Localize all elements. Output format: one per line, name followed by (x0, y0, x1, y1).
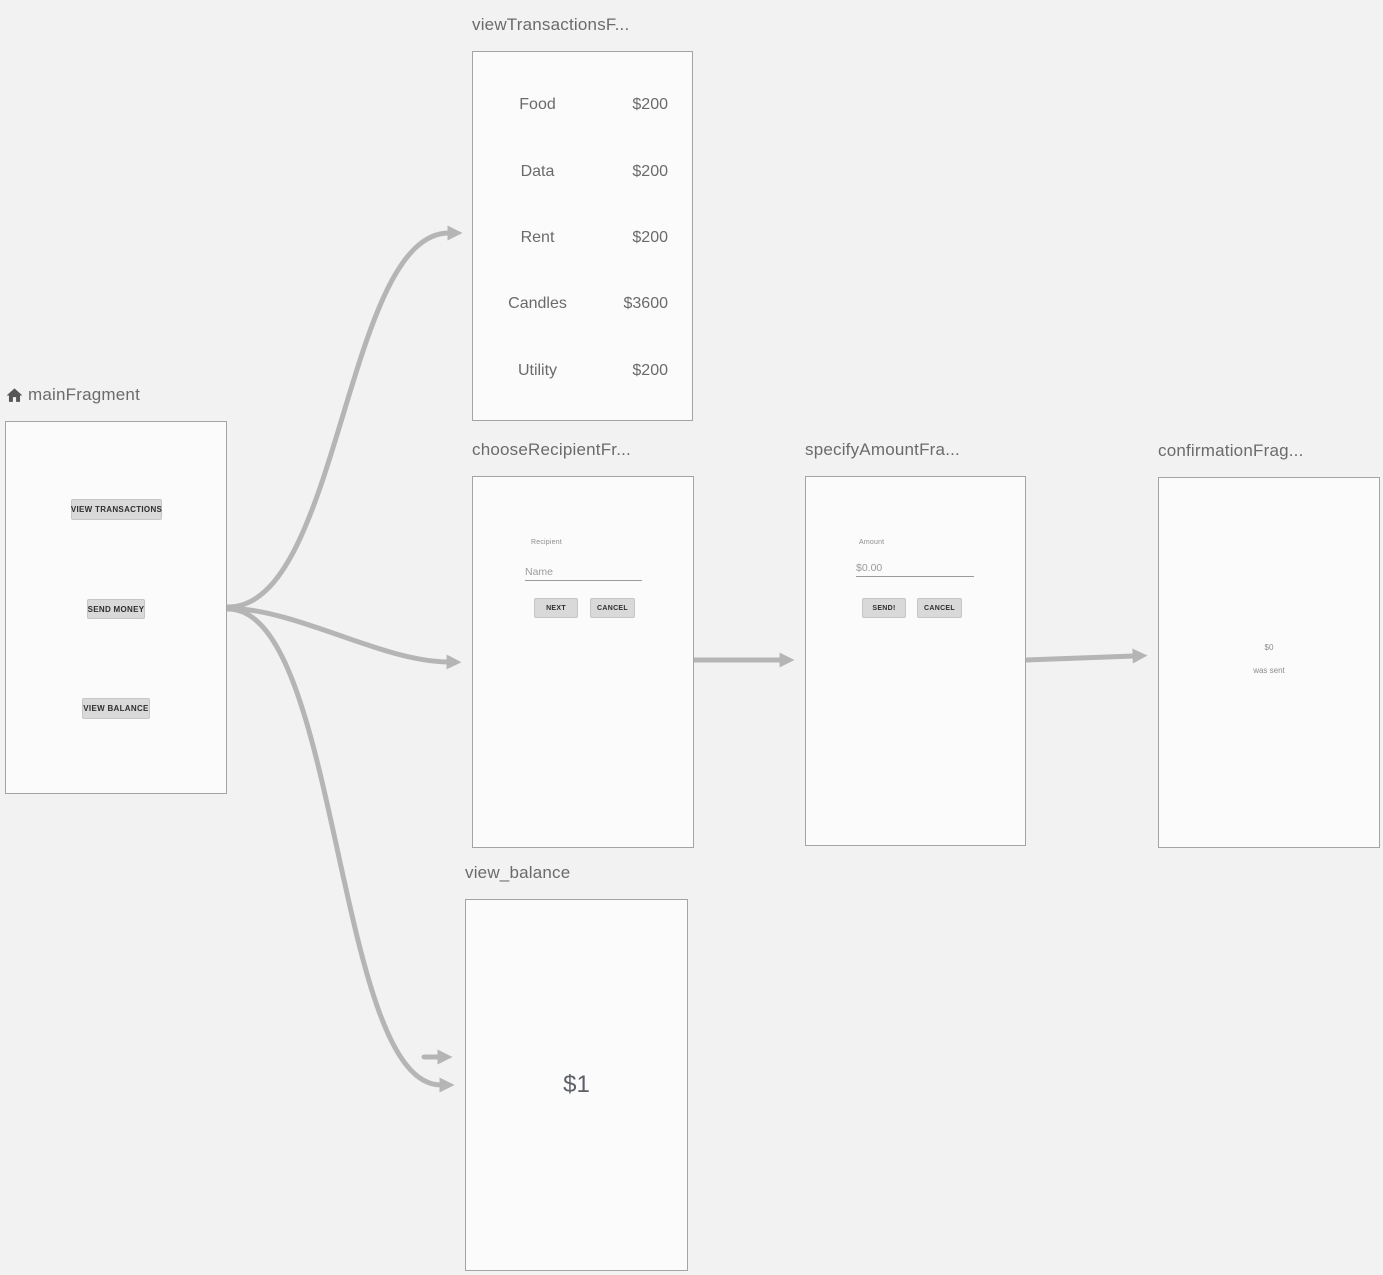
amount-input-underline (856, 576, 974, 577)
fragment-view-transactions-title-label: viewTransactionsF... (472, 15, 630, 34)
fragment-choose-recipient[interactable]: chooseRecipientFr... Recipient Name NEXT… (472, 440, 694, 848)
next-button: NEXT (534, 598, 578, 618)
recipient-input-underline (525, 580, 642, 581)
amount-input: $0.00 (856, 562, 883, 574)
fragment-view-balance-title[interactable]: view_balance (465, 863, 570, 883)
balance-amount-text: $1 (563, 1071, 590, 1098)
recipient-name-input: Name (525, 566, 554, 578)
send-button: SEND! (862, 598, 906, 618)
fragment-main-title-label: mainFragment (28, 385, 140, 404)
transaction-row: Candles $3600 (473, 271, 692, 337)
action-arrow-main-to-view-transactions[interactable] (225, 225, 463, 610)
confirmation-message-text: was sent (1253, 666, 1285, 675)
fragment-confirmation[interactable]: confirmationFrag... $0 was sent (1158, 441, 1380, 848)
transactions-list: Food $200 Data $200 Rent $200 Candles $3… (473, 72, 692, 404)
transaction-row: Utility $200 (473, 338, 692, 404)
fragment-view-balance-title-label: view_balance (465, 863, 571, 882)
action-arrow-specify-amount-to-confirmation[interactable] (1023, 648, 1148, 664)
fragment-main-title[interactable]: mainFragment (5, 385, 140, 405)
transaction-row: Data $200 (473, 138, 692, 204)
fragment-choose-recipient-title[interactable]: chooseRecipientFr... (472, 440, 631, 460)
fragment-choose-recipient-title-label: chooseRecipientFr... (472, 440, 631, 459)
fragment-view-balance-preview[interactable]: $1 (465, 899, 688, 1271)
fragment-view-transactions-title[interactable]: viewTransactionsF... (472, 15, 629, 35)
transaction-amount: $200 (632, 162, 668, 180)
cancel-button: CANCEL (917, 598, 962, 618)
transaction-label: Rent (520, 228, 555, 246)
transaction-label: Candles (508, 295, 567, 313)
fragment-confirmation-title[interactable]: confirmationFrag... (1158, 441, 1304, 461)
action-arrow-main-to-view-balance[interactable] (225, 606, 455, 1093)
fragment-view-transactions-preview[interactable]: Food $200 Data $200 Rent $200 Candles $3… (472, 51, 693, 421)
amount-field-label: Amount (859, 539, 885, 546)
fragment-specify-amount-title[interactable]: specifyAmountFra... (805, 440, 960, 460)
cancel-button: CANCEL (590, 598, 635, 618)
confirmation-amount-text: $0 (1264, 643, 1274, 652)
send-money-button: SEND MONEY (87, 599, 145, 619)
transaction-label: Food (519, 96, 556, 114)
fragment-specify-amount-title-label: specifyAmountFra... (805, 440, 960, 459)
fragment-view-balance[interactable]: view_balance $1 (465, 863, 688, 1271)
fragment-choose-recipient-preview[interactable]: Recipient Name NEXT CANCEL (472, 476, 694, 848)
fragment-confirmation-preview[interactable]: $0 was sent (1158, 477, 1380, 848)
transaction-row: Food $200 (473, 72, 692, 138)
transaction-label: Utility (517, 361, 558, 379)
fragment-specify-amount[interactable]: specifyAmountFra... Amount $0.00 SEND! C… (805, 440, 1026, 846)
view-transactions-button: VIEW TRANSACTIONS (71, 499, 162, 520)
transaction-row: Rent $200 (473, 205, 692, 271)
fragment-main[interactable]: mainFragment VIEW TRANSACTIONS SEND MONE… (5, 385, 227, 794)
fragment-view-transactions[interactable]: viewTransactionsF... Food $200 Data $200… (472, 15, 693, 421)
transaction-label: Data (520, 162, 555, 180)
action-arrow-main-to-choose-recipient[interactable] (225, 605, 462, 670)
transaction-amount: $200 (632, 228, 668, 246)
fragment-main-preview[interactable]: VIEW TRANSACTIONS SEND MONEY VIEW BALANC… (5, 421, 227, 794)
transaction-amount: $3600 (623, 295, 669, 313)
transaction-amount: $200 (632, 361, 668, 379)
home-icon (6, 387, 23, 402)
transaction-amount: $200 (632, 96, 668, 114)
recipient-field-label: Recipient (531, 539, 562, 546)
fragment-specify-amount-preview[interactable]: Amount $0.00 SEND! CANCEL (805, 476, 1026, 846)
view-balance-button: VIEW BALANCE (82, 698, 150, 719)
fragment-confirmation-title-label: confirmationFrag... (1158, 441, 1304, 460)
